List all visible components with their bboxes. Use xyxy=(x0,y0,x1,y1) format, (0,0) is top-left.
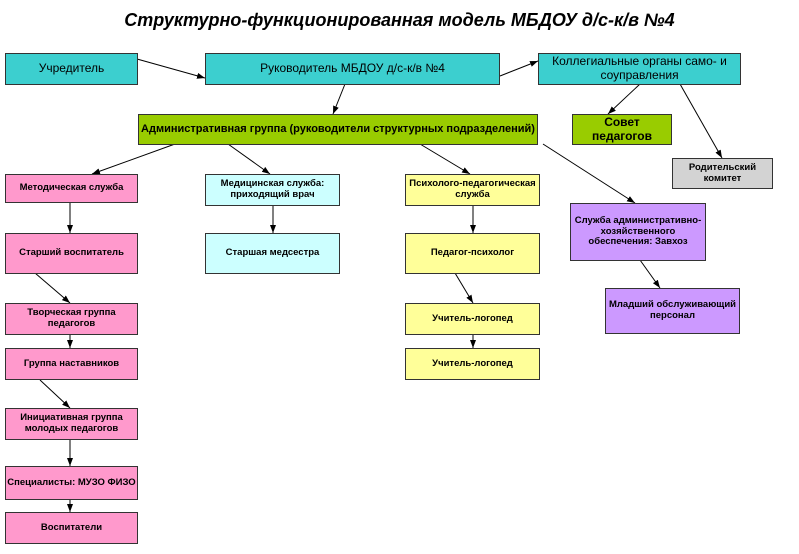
node-mladshiy: Младший обслуживающий персонал xyxy=(605,288,740,334)
arrow-kollegialnye-sovet xyxy=(607,83,641,115)
arrow-ahs-mladshiy xyxy=(639,259,661,289)
arrow-admin-med xyxy=(227,143,271,175)
node-initsiativ: Инициативная группа молодых педагогов xyxy=(5,408,138,440)
node-med: Медицинская служба: приходящий врач xyxy=(205,174,340,206)
node-sovet: Совет педагогов xyxy=(572,114,672,145)
node-roditelsky: Родительский комитет xyxy=(672,158,773,189)
arrow-starshiy-tvorch xyxy=(34,272,71,304)
arrow-rukovoditel-kollegialnye xyxy=(499,60,539,77)
arrow-kollegialnye-roditelsky xyxy=(679,83,723,159)
node-logoped-2: Учитель-логопед xyxy=(405,348,540,380)
arrow-uchreditel-rukovoditel xyxy=(136,58,206,79)
node-kollegialnye: Коллегиальные органы само- и соуправлени… xyxy=(538,53,741,85)
node-ahs: Служба административно-хозяйственного об… xyxy=(570,203,706,261)
arrow-rukovoditel-admin xyxy=(332,83,346,115)
arrow-nastavniki-initsiativ xyxy=(39,379,71,409)
node-nastavniki: Группа наставников xyxy=(5,348,138,380)
node-admin-group: Административная группа (руководители ст… xyxy=(138,114,538,145)
node-vospit: Воспитатели xyxy=(5,512,138,544)
node-medsestra: Старшая медсестра xyxy=(205,233,340,274)
node-uchreditel: Учредитель xyxy=(5,53,138,85)
node-psych: Психолого-педагогическая служба xyxy=(405,174,540,206)
node-rukovoditel: Руководитель МБДОУ д/с-к/в №4 xyxy=(205,53,500,85)
diagram-title: Структурно-функционированная модель МБДО… xyxy=(124,10,675,30)
node-starshiy-vosp: Старший воспитатель xyxy=(5,233,138,274)
node-spec: Специалисты: МУЗО ФИЗО xyxy=(5,466,138,500)
arrow-admin-psych xyxy=(419,143,471,175)
node-logoped-1: Учитель-логопед xyxy=(405,303,540,335)
arrow-pedpsych-logoped1 xyxy=(454,272,474,304)
node-pedpsych: Педагог-психолог xyxy=(405,233,540,274)
arrow-admin-ahs xyxy=(542,143,636,204)
arrow-admin-metod xyxy=(91,143,176,175)
node-metod: Методическая служба xyxy=(5,174,138,203)
node-tvorch: Творческая группа педагогов xyxy=(5,303,138,335)
